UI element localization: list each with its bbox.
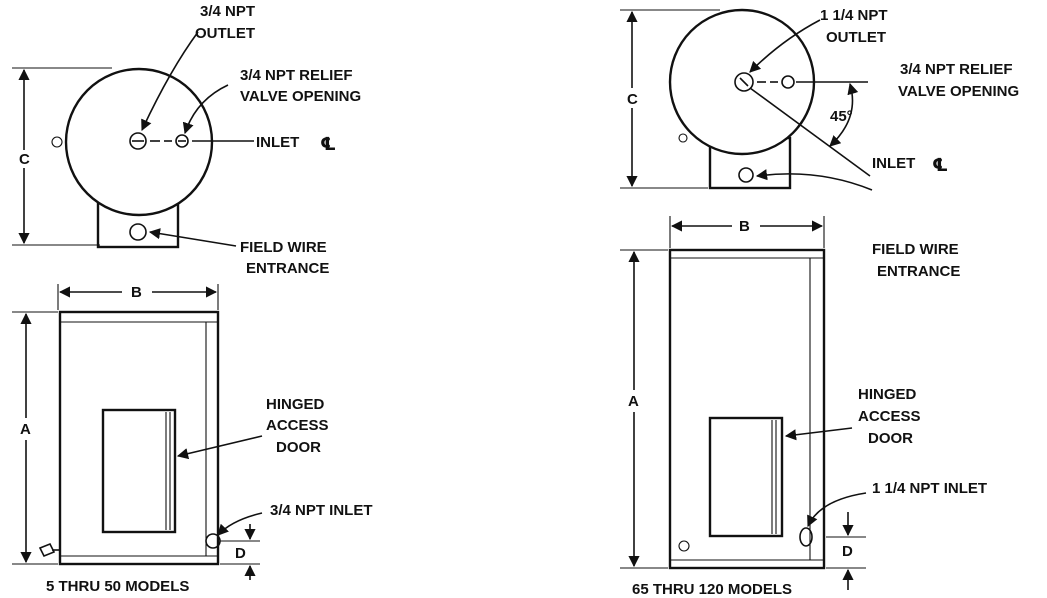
right-inlet-centerline: [749, 87, 871, 177]
left-hinged-line2: ACCESS: [266, 417, 329, 434]
left-outlet-fitting: [129, 132, 147, 150]
left-dim-b: B: [131, 284, 142, 301]
right-outlet-label-line1: 1 1/4 NPT: [820, 7, 888, 24]
right-caption: 65 THRU 120 MODELS: [632, 581, 792, 598]
right-inlet-label: INLET: [872, 155, 915, 172]
left-outlet-label-line1: 3/4 NPT: [200, 3, 255, 20]
right-angle-label: 45°: [830, 108, 853, 125]
left-relief-label-line1: 3/4 NPT RELIEF: [240, 67, 353, 84]
right-drain-valve: [678, 540, 690, 552]
right-field-wire-hole: [738, 167, 754, 183]
right-outlet-fitting: [734, 72, 754, 92]
right-door-leader: [784, 427, 853, 441]
right-field-wire-line2: ENTRANCE: [877, 263, 960, 280]
right-inlet-fitting: [799, 527, 813, 547]
left-outlet-leader: [141, 31, 199, 132]
left-dim-d: D: [235, 545, 246, 562]
left-field-wire-hole: [129, 223, 147, 241]
left-labels: 3/4 NPT OUTLET 3/4 NPT RELIEF VALVE OPEN…: [19, 3, 373, 595]
right-centerline-symbol: ℄: [932, 155, 948, 175]
right-outlet-label-line2: OUTLET: [826, 29, 886, 46]
right-outlet-leader: [749, 19, 821, 73]
right-hinged-line3: DOOR: [868, 430, 913, 447]
right-dim-a: A: [628, 393, 639, 410]
left-relief-fitting: [175, 134, 189, 148]
right-relief-label-line1: 3/4 NPT RELIEF: [900, 61, 1013, 78]
left-hinged-line3: DOOR: [276, 439, 321, 456]
left-dim-a: A: [20, 421, 31, 438]
right-field-wire-leader: [755, 169, 873, 191]
right-tank-top-circle: [668, 8, 816, 156]
left-side-fitting: [51, 136, 63, 148]
left-top-view: [12, 31, 254, 249]
right-hinged-line2: ACCESS: [858, 408, 921, 425]
right-dim-d: D: [842, 543, 853, 560]
left-front-view: [12, 284, 263, 580]
left-tank-top-circle: [64, 67, 214, 217]
left-outlet-label-line2: OUTLET: [195, 25, 255, 42]
left-access-door: [101, 408, 177, 534]
left-field-wire-line2: ENTRANCE: [246, 260, 329, 277]
left-drain-valve: [38, 542, 56, 558]
left-caption: 5 THRU 50 MODELS: [46, 578, 189, 595]
right-dim-c: C: [627, 91, 638, 108]
left-door-leader: [176, 435, 263, 460]
right-relief-fitting: [781, 75, 795, 89]
right-dim-b: B: [739, 218, 750, 235]
right-labels: 1 1/4 NPT OUTLET 3/4 NPT RELIEF VALVE OP…: [627, 7, 1019, 598]
left-relief-label-line2: VALVE OPENING: [240, 88, 361, 105]
right-side-fitting: [678, 133, 688, 143]
left-field-wire-line1: FIELD WIRE: [240, 239, 327, 256]
left-npt-inlet-leader: [217, 512, 263, 536]
left-npt-inlet-label: 3/4 NPT INLET: [270, 502, 373, 519]
right-npt-inlet-label: 1 1/4 NPT INLET: [872, 480, 987, 497]
right-access-door: [708, 416, 784, 538]
right-top-view: [620, 8, 873, 191]
right-hinged-line1: HINGED: [858, 386, 917, 403]
left-dim-c: C: [19, 151, 30, 168]
right-front-view: [620, 216, 867, 590]
right-angle-arc: [829, 82, 859, 147]
left-centerline-symbol: ℄: [320, 134, 336, 154]
right-field-wire-line1: FIELD WIRE: [872, 241, 959, 258]
left-field-wire-leader: [148, 228, 237, 247]
right-relief-label-line2: VALVE OPENING: [898, 83, 1019, 100]
left-relief-leader: [182, 84, 229, 135]
left-inlet-label: INLET: [256, 134, 299, 151]
left-hinged-line1: HINGED: [266, 396, 325, 413]
right-npt-inlet-leader: [807, 492, 867, 528]
